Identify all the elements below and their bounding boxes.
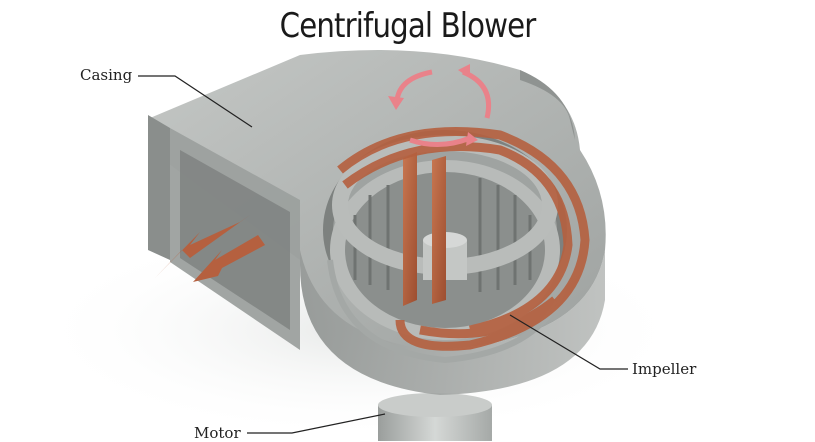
impeller-label: Impeller — [632, 360, 697, 378]
leader-lines — [138, 75, 628, 434]
airflow-inlet — [403, 152, 446, 306]
motor-label: Motor — [194, 424, 241, 442]
diagram-title: Centrifugal Blower — [279, 6, 537, 46]
rotation-arrowheads — [388, 64, 478, 146]
airflow-spiral — [337, 127, 590, 351]
motor — [378, 393, 492, 441]
airflow-outlet-arrows — [155, 215, 265, 282]
casing-leader — [138, 75, 253, 128]
impeller-leader — [509, 314, 628, 370]
motor-leader — [247, 413, 386, 434]
casing-label: Casing — [80, 66, 133, 84]
